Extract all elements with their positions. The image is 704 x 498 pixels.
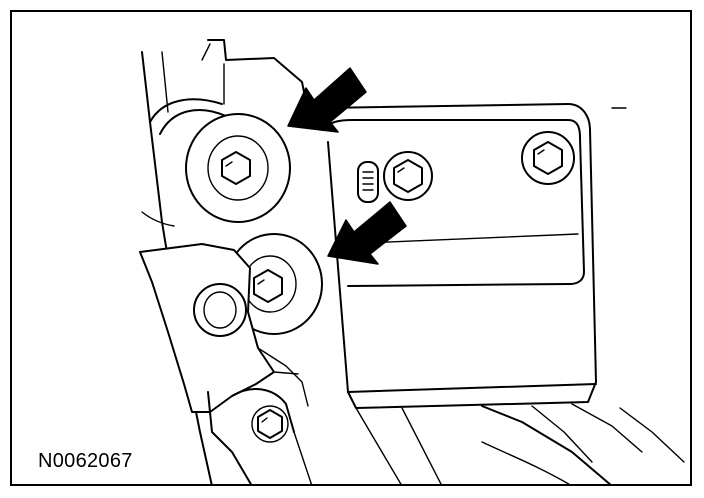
sill-details (355, 403, 685, 484)
bolt-head-icon (251, 405, 289, 443)
bolt-head-icon (521, 131, 575, 185)
hardware-illustration (139, 39, 685, 484)
bolt-head-icon (221, 151, 251, 185)
figure-frame: N0062067 (10, 10, 692, 486)
bolt-head-icon (383, 151, 433, 201)
bolt-head-icon (193, 283, 247, 337)
arrow-icon (287, 67, 367, 133)
figure-id-label: N0062067 (36, 450, 135, 473)
arrow-icon (327, 201, 407, 265)
bolt-head-icon (253, 269, 283, 303)
vent-slot-icon (357, 161, 379, 203)
mounting-plate (307, 103, 627, 409)
